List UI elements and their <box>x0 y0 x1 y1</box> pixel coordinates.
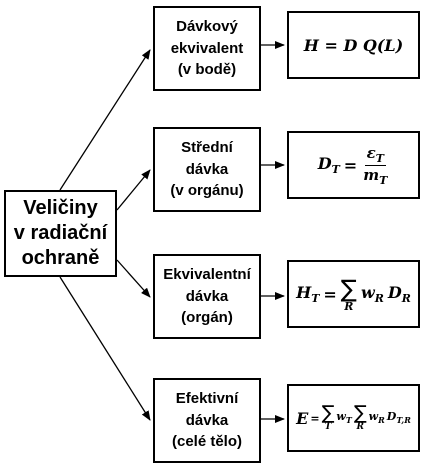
formula-symbol: w <box>360 282 375 302</box>
sigma-glyph: ∑ <box>321 402 335 424</box>
formula-symbol: E <box>296 408 309 428</box>
formula-numerator: ε <box>366 143 376 162</box>
formula: HT = ∑ R wR DR <box>296 277 411 312</box>
formula: E = ∑ T wT ∑ R wR DT,R <box>296 404 411 432</box>
arrow-root-to-q1 <box>59 49 151 191</box>
quantity-box-equivalent-dose: Ekvivalentní dávka (orgán) <box>153 254 261 339</box>
formula-subscript: T <box>331 163 340 177</box>
formula-symbol: w <box>368 410 379 424</box>
formula-symbol: D <box>386 410 397 424</box>
sum-index: R <box>344 299 354 313</box>
formula-subscript: T <box>375 151 384 165</box>
sigma-glyph: ∑ <box>340 274 357 303</box>
formula-symbol: D <box>387 282 402 302</box>
quantity-label: Dávkový ekvivalent (v bodě) <box>170 17 244 79</box>
arrow-root-to-q3 <box>116 259 151 298</box>
formula: DT = εT mT <box>318 144 390 187</box>
formula-denominator: m <box>363 165 380 184</box>
formula-fraction: εT mT <box>361 144 389 187</box>
formula-box-effective-dose: E = ∑ T wT ∑ R wR DT,R <box>287 384 420 452</box>
arrow-root-to-q2 <box>116 169 151 211</box>
quantity-label: Střední dávka (v orgánu) <box>170 138 244 200</box>
formula-box-equivalent-dose: HT = ∑ R wR DR <box>287 260 420 328</box>
formula-equals: = <box>323 284 337 304</box>
formula-box-dose-equivalent: H = D Q(L) <box>287 11 420 79</box>
sum-symbol: ∑ R <box>354 404 367 432</box>
arrow-root-to-q4 <box>59 276 151 421</box>
formula-subscript: R <box>401 292 411 306</box>
formula-equals: = <box>343 155 358 175</box>
formula-symbol: D <box>317 153 332 173</box>
formula-equals: = <box>310 411 320 425</box>
quantity-box-dose-equivalent: Dávkový ekvivalent (v bodě) <box>153 6 261 91</box>
quantity-label: Efektivní dávka (celé tělo) <box>171 389 243 451</box>
formula-box-mean-dose: DT = εT mT <box>287 131 420 199</box>
quantity-label: Ekvivalentní dávka (orgán) <box>163 265 251 327</box>
formula-subscript: T <box>345 415 352 426</box>
sum-index: R <box>356 422 364 432</box>
sum-symbol: ∑ T <box>322 404 335 432</box>
quantity-box-mean-dose: Střední dávka (v orgánu) <box>153 127 261 212</box>
quantity-box-effective-dose: Efektivní dávka (celé tělo) <box>153 378 261 463</box>
root-box: Veličiny v radiační ochraně <box>4 190 117 277</box>
sum-symbol: ∑ R <box>341 277 357 312</box>
sum-index: T <box>324 422 332 432</box>
root-label: Veličiny v radiační ochraně <box>13 197 108 269</box>
formula-subscript: T,R <box>396 415 411 426</box>
formula-subscript: R <box>374 292 384 306</box>
sigma-glyph: ∑ <box>353 402 367 424</box>
formula-subscript: T <box>311 292 320 306</box>
formula-subscript: R <box>378 415 385 426</box>
formula-symbol: H <box>296 282 312 302</box>
formula-text: H = D Q(L) <box>303 35 404 55</box>
formula-subscript: T <box>379 173 388 187</box>
formula-symbol: w <box>336 410 346 424</box>
